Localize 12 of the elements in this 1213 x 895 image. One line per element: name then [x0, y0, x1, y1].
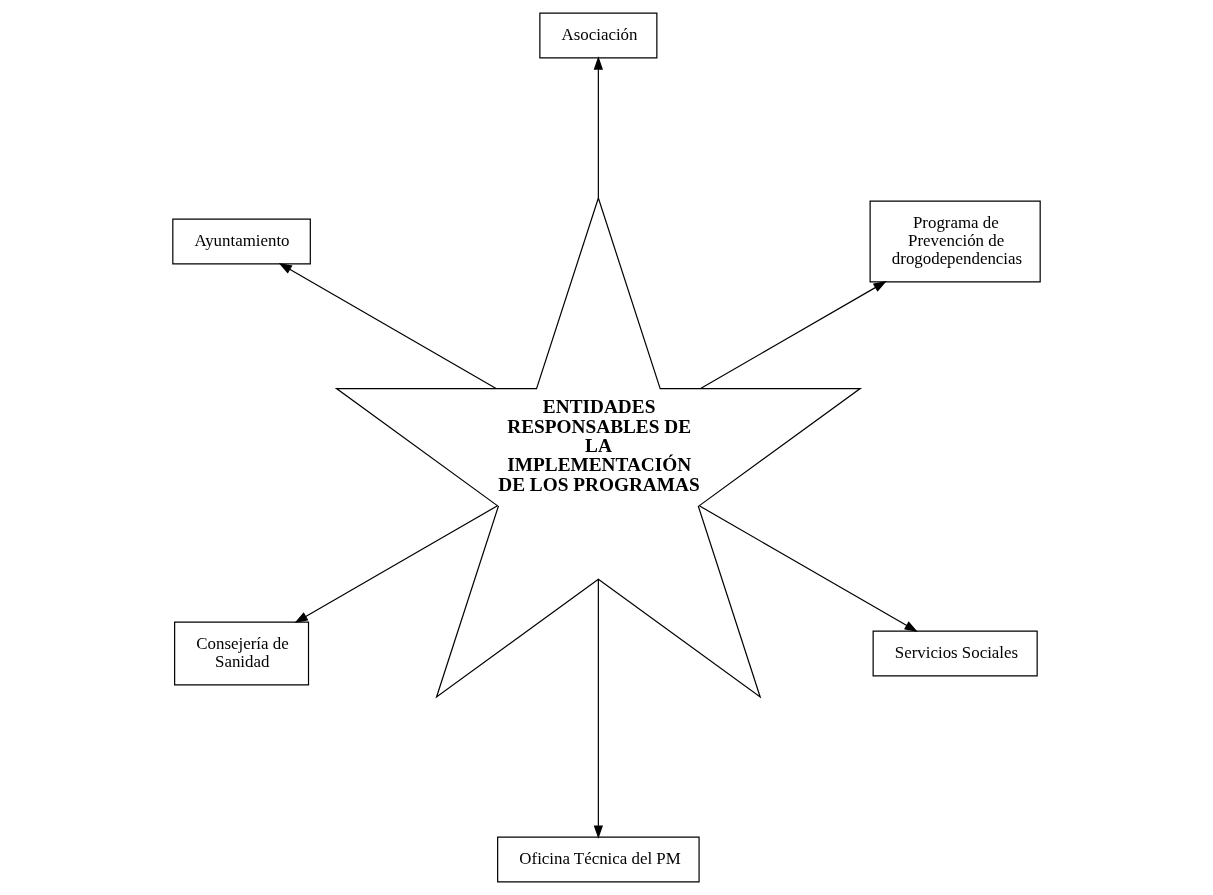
node-box: Programa de Prevención de drogodependencias [869, 200, 1041, 283]
arrow [278, 262, 497, 390]
arrow [593, 56, 603, 199]
node-box: Consejería de Sanidad [174, 621, 310, 686]
arrow [699, 505, 918, 632]
node-box: Oficina Técnica del PM [497, 836, 700, 883]
node-box: Asociación [539, 12, 658, 59]
arrow [700, 281, 887, 390]
arrow [294, 505, 498, 623]
arrow [593, 578, 603, 839]
node-box: Ayuntamiento [172, 218, 311, 265]
node-box: Servicios Sociales [872, 630, 1038, 677]
